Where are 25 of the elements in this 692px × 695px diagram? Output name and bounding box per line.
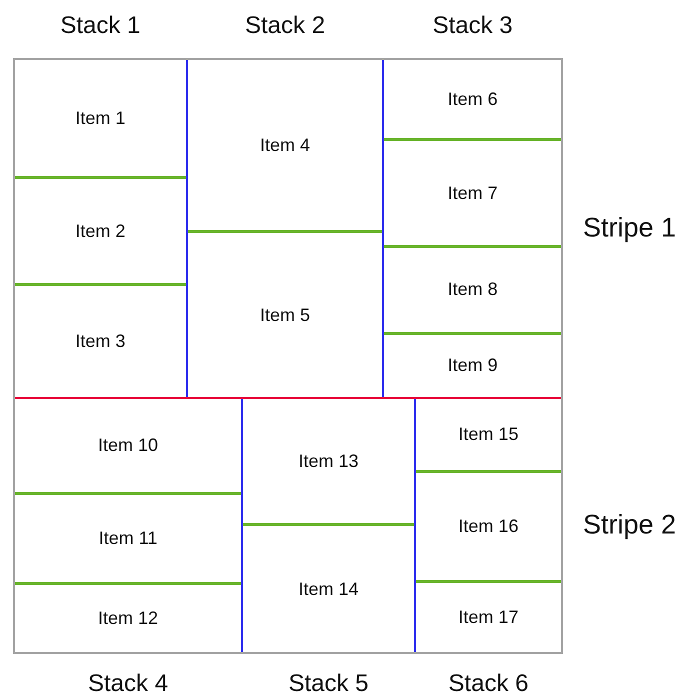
item-label: Item 12 <box>98 608 158 630</box>
stack-label: Stack 4 <box>88 670 168 695</box>
stripe-label: Stripe 2 <box>583 510 676 541</box>
item-label: Item 6 <box>448 88 498 110</box>
item-label: Item 9 <box>448 355 498 376</box>
stack-label: Stack 5 <box>288 670 368 695</box>
item-label: Item 14 <box>298 578 358 600</box>
item-label: Item 11 <box>98 528 158 549</box>
item-label: Item 7 <box>448 182 498 204</box>
stack-label: Stack 2 <box>245 12 326 40</box>
stripe-label: Stripe 1 <box>583 212 676 244</box>
item-label: Item 4 <box>260 134 310 156</box>
item-label: Item 17 <box>458 607 518 628</box>
item-label: Item 10 <box>98 434 158 456</box>
item-label: Item 16 <box>458 516 518 538</box>
item-label: Item 13 <box>298 450 358 472</box>
item-label: Item 15 <box>458 424 518 446</box>
item-label: Item 8 <box>448 279 498 300</box>
item-label: Item 2 <box>75 220 126 242</box>
item-label: Item 5 <box>260 304 310 326</box>
stack-label: Stack 1 <box>60 12 140 40</box>
item-label: Item 1 <box>75 108 126 129</box>
item-label: Item 3 <box>75 331 126 352</box>
stack-label: Stack 3 <box>432 12 513 40</box>
stack-label: Stack 6 <box>448 670 528 695</box>
